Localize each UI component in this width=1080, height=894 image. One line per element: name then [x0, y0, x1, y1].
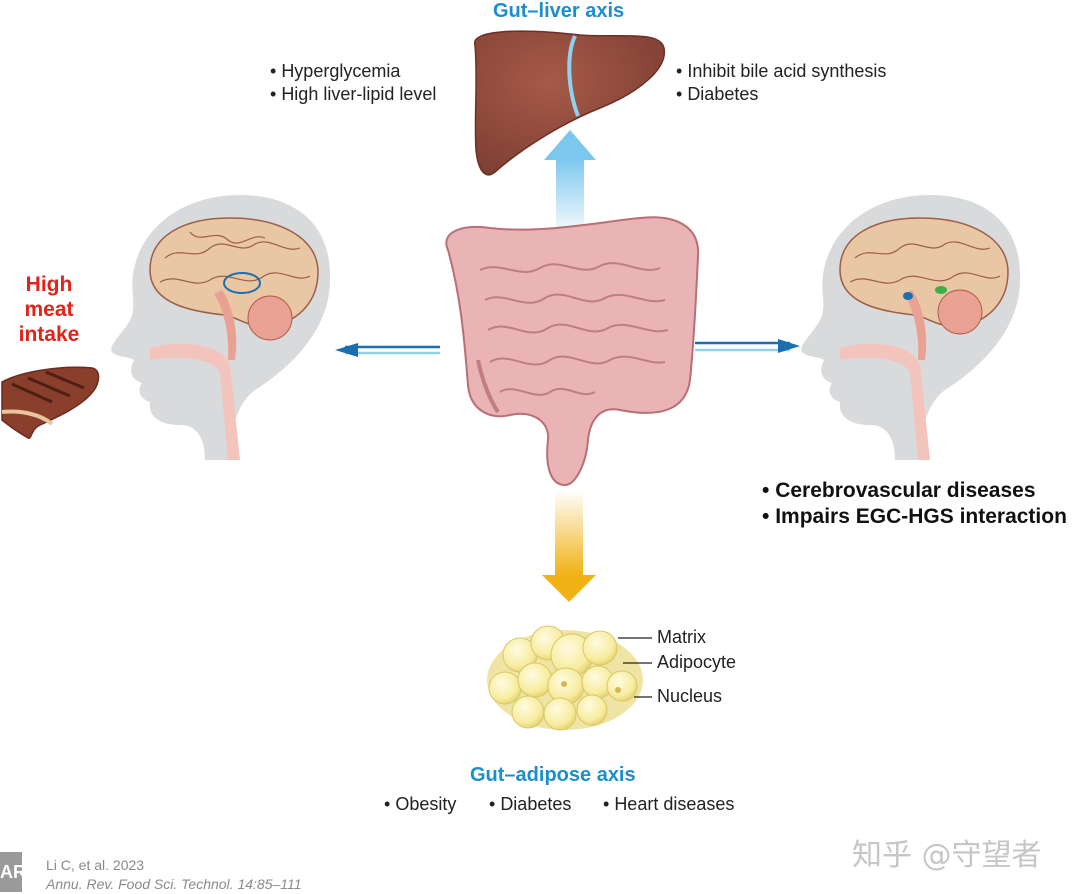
matrix-label: Matrix: [657, 627, 706, 647]
liver-effect-left-1: Hyperglycemia: [270, 60, 400, 83]
high-meat-intake-label: High meat intake: [10, 272, 88, 347]
adipose-effect-2: Diabetes: [489, 793, 571, 816]
zhihu-watermark: 知乎 @守望者: [852, 838, 1042, 873]
citation-authors: Li C, et al. 2023: [46, 857, 145, 873]
adipose-effect-1: Obesity: [384, 793, 456, 816]
gut-adipose-axis-title: Gut–adipose axis: [470, 764, 636, 786]
liver-effect-left-2: High liver-lipid level: [270, 83, 436, 106]
down-arrow-adipose: [542, 490, 596, 602]
intestine-illustration: [445, 216, 700, 487]
gut-liver-axis-title: Gut–liver axis: [493, 0, 625, 22]
adipocyte-label: Adipocyte: [657, 652, 737, 672]
brain-effect-1: Cerebrovascular diseases: [762, 477, 1035, 504]
left-arrow-brain: [335, 343, 440, 357]
brain-effect-2: Impairs EGC-HGS interaction: [762, 503, 1067, 530]
nucleus-label: Nucleus: [657, 686, 723, 706]
liver-effect-right-2: Diabetes: [676, 83, 758, 106]
intake-line-2: meat: [24, 298, 74, 321]
up-arrow-liver: [544, 130, 596, 238]
adipose-effect-3: Heart diseases: [603, 793, 734, 816]
right-arrow-brain: [695, 339, 800, 353]
head-right-illustration: [801, 195, 1021, 460]
intake-line-3: intake: [18, 323, 80, 346]
liver-illustration: [474, 30, 666, 176]
citation-journal: Annu. Rev. Food Sci. Technol. 14:85–111: [46, 876, 302, 892]
steak-illustration: [1, 366, 100, 439]
head-left-illustration: [111, 195, 331, 460]
adipose-tissue-illustration: [487, 625, 652, 731]
intake-line-1: High: [25, 273, 73, 296]
annual-reviews-logo: AR: [0, 852, 26, 892]
liver-effect-right-1: Inhibit bile acid synthesis: [676, 60, 886, 83]
